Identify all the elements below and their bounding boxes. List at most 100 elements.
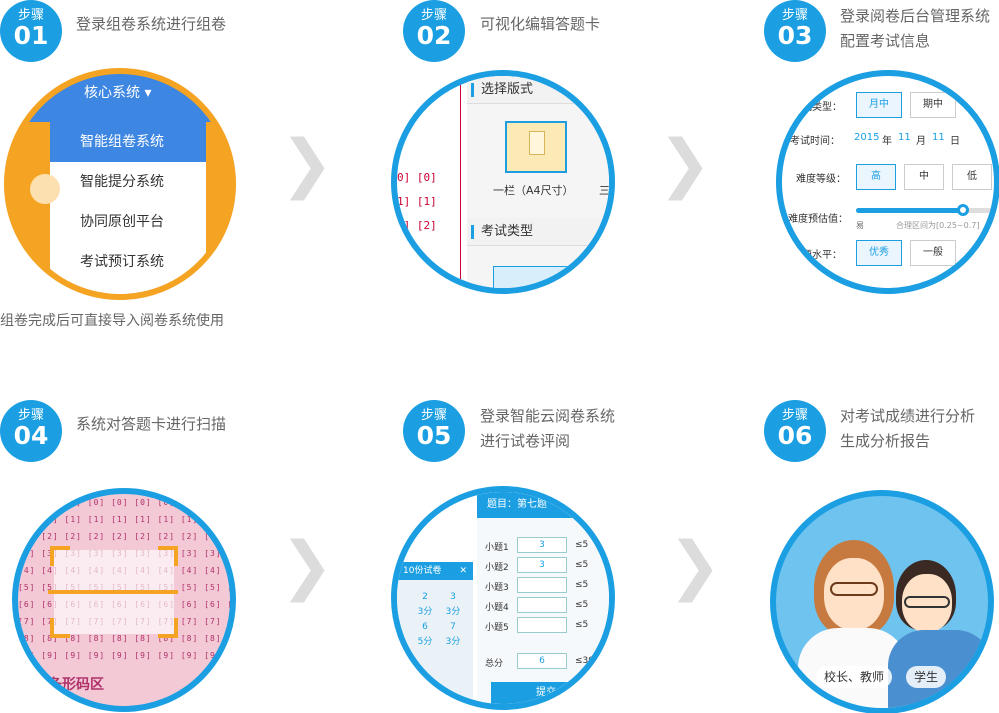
subquestion-max: ≤5 xyxy=(575,580,589,590)
step-number: 06 xyxy=(777,421,813,450)
subquestion-label: 小题5 xyxy=(485,623,509,633)
step-word: 步骤 xyxy=(17,8,44,23)
slider-handle[interactable] xyxy=(956,204,969,216)
answer-sheet-grid: 0] [0] 1] [1] 1] [2] [3] xyxy=(397,76,461,288)
field-label: 考试类型： xyxy=(792,102,842,113)
menu-header[interactable]: 核心系统 ▾ xyxy=(84,85,152,101)
field-label: 考试时间： xyxy=(790,136,840,147)
exam-type-option[interactable] xyxy=(493,266,573,288)
difficulty-slider-fill xyxy=(856,208,963,213)
score-cell[interactable]: 7 xyxy=(450,622,456,632)
step-word: 步骤 xyxy=(17,408,44,423)
menu-bar xyxy=(10,74,230,122)
subquestion-max: ≤5 xyxy=(575,540,589,550)
layout-thumbnail[interactable] xyxy=(505,121,567,173)
scan-line xyxy=(48,590,178,594)
step-word: 步骤 xyxy=(420,408,447,423)
step-03-title-line2: 配置考试信息 xyxy=(840,32,931,50)
step-badge-03: 步骤 03 xyxy=(764,0,826,62)
step-02-title: 可视化编辑答题卡 xyxy=(480,15,601,33)
subquestion-label: 小题2 xyxy=(485,563,509,573)
subquestion-label: 小题1 xyxy=(485,543,509,553)
scan-corner-icon xyxy=(50,618,70,638)
option-high[interactable]: 高 xyxy=(856,164,896,190)
subquestion-score-input[interactable] xyxy=(517,617,567,633)
subquestion-max: ≤5 xyxy=(575,560,589,570)
step-03-title: 登录阅卷后台管理系统 配置考试信息 xyxy=(840,4,990,54)
section-exam-type: 考试类型 xyxy=(467,218,609,246)
step-02-illustration: 0] [0] 1] [1] 1] [2] [3] 选择版式 一栏（A4尺寸） 三… xyxy=(391,70,615,294)
subquestion-score-input[interactable] xyxy=(517,597,567,613)
option-monthly[interactable]: 月中 xyxy=(856,92,902,118)
step-04-illustration: [0] [0] [0] [0] [0] [0] [0] [0] [0] [0] … xyxy=(12,488,236,712)
total-score-input[interactable]: 6 xyxy=(517,653,567,669)
unit: 日 xyxy=(950,136,960,147)
score-cell[interactable]: 3分 xyxy=(445,607,461,617)
arrow-right-icon: ❯ xyxy=(668,529,722,603)
year-value[interactable]: 2015 xyxy=(854,132,880,143)
month-value[interactable]: 11 xyxy=(898,132,911,143)
arrow-right-icon: ❯ xyxy=(658,127,712,201)
subquestion-score-input[interactable]: 3 xyxy=(517,537,567,553)
total-max: ≤30 xyxy=(575,656,594,666)
grid-row: [3] xyxy=(397,243,417,256)
step-05-title: 登录智能云阅卷系统 进行试卷评阅 xyxy=(480,404,615,454)
score-cell[interactable]: 3 xyxy=(450,592,456,602)
range-hint: 合理区间为[0.25~0.7] xyxy=(896,221,980,230)
dropdown-menu: 智能组卷系统 智能提分系统 协同原创平台 考试预订系统 xyxy=(50,122,206,294)
step-badge-05: 步骤 05 xyxy=(403,400,465,462)
step-number: 05 xyxy=(416,421,452,450)
close-icon[interactable]: ✕ xyxy=(459,566,467,576)
chevron-down-icon: ▾ xyxy=(144,85,152,101)
subquestion-score-input[interactable] xyxy=(517,577,567,593)
paper-list-header: 10份试卷✕ xyxy=(397,562,473,580)
step-badge-01: 步骤 01 xyxy=(0,0,62,62)
teacher-label: 校长、教师 xyxy=(816,666,893,688)
step-03-title-line1: 登录阅卷后台管理系统 xyxy=(840,7,991,25)
subquestion-max: ≤5 xyxy=(575,620,589,630)
unit: 月 xyxy=(916,136,926,147)
glasses-icon xyxy=(904,596,950,608)
score-cell[interactable]: 3分 xyxy=(417,607,433,617)
menu-item-score-boost[interactable]: 智能提分系统 xyxy=(80,174,164,190)
step-number: 01 xyxy=(13,21,49,50)
score-cell[interactable]: 2 xyxy=(422,592,428,602)
option-midterm[interactable]: 期中 xyxy=(910,92,956,118)
menu-item-exam-booking[interactable]: 考试预订系统 xyxy=(80,254,164,270)
step-05-illustration: 10份试卷✕ 2 3 3分 3分 6 7 5分 3分 题目：第七题 小题1 3 ≤5 小… xyxy=(391,486,615,710)
barcode-area-label: 条形码区 xyxy=(48,677,104,693)
decorative-shape xyxy=(30,174,60,204)
subquestion-label: 小题3 xyxy=(485,583,509,593)
subquestion-max: ≤5 xyxy=(575,600,589,610)
score-cell[interactable]: 6 xyxy=(422,622,428,632)
step-word: 步骤 xyxy=(781,408,808,423)
submit-button[interactable]: 提交 xyxy=(491,682,601,704)
grid-row: 0] [0] xyxy=(397,171,437,184)
field-label: 难度等级： xyxy=(796,174,846,185)
subquestion-label: 小题4 xyxy=(485,603,509,613)
step-badge-04: 步骤 04 xyxy=(0,400,62,462)
menu-item-smart-assembly[interactable]: 智能组卷系统 xyxy=(50,122,206,162)
glasses-icon xyxy=(830,582,878,596)
option-low[interactable]: 低 xyxy=(952,164,992,190)
menu-item-collab-platform[interactable]: 协同原创平台 xyxy=(80,214,164,230)
option-average[interactable]: 一般 xyxy=(910,240,956,266)
option-medium[interactable]: 中 xyxy=(904,164,944,190)
day-value[interactable]: 11 xyxy=(932,132,945,143)
difficulty-slider-track[interactable] xyxy=(856,204,994,216)
step-06-title: 对考试成绩进行分析 生成分析报告 xyxy=(840,404,975,454)
field-label: 生源水平： xyxy=(792,250,842,261)
score-cell[interactable]: 3分 xyxy=(445,637,461,647)
step-06-illustration: 校长、教师 学生 xyxy=(770,490,994,713)
option-excellent[interactable]: 优秀 xyxy=(856,240,902,266)
score-cell[interactable]: 5分 xyxy=(417,637,433,647)
question-header: 题目：第七题 xyxy=(477,492,609,518)
step-01-note: 组卷完成后可直接导入阅卷系统使用 xyxy=(0,313,224,329)
grid-row: 1] [2] xyxy=(397,219,437,232)
step-badge-06: 步骤 06 xyxy=(764,400,826,462)
step-05-title-line1: 登录智能云阅卷系统 xyxy=(480,407,616,425)
subquestion-score-input[interactable]: 3 xyxy=(517,557,567,573)
total-label: 总分 xyxy=(485,659,504,669)
step-06-title-line1: 对考试成绩进行分析 xyxy=(840,407,976,425)
